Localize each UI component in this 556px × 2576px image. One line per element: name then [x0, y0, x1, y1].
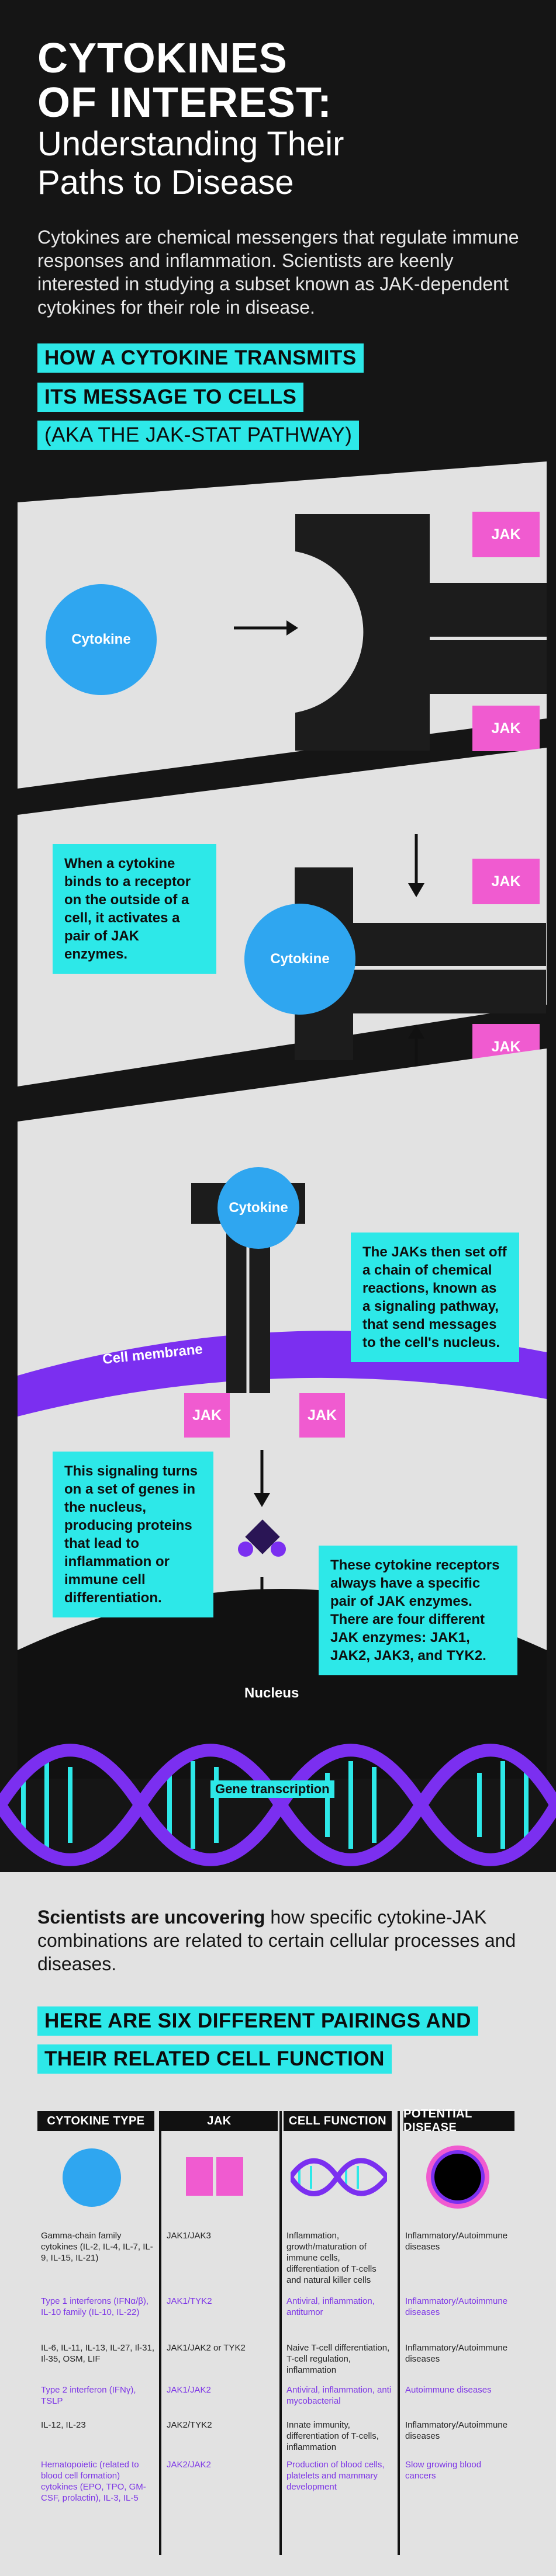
jak-1-top: JAK [472, 512, 540, 557]
subtitle-line-1: Understanding Their [37, 125, 344, 163]
column-divider [279, 2111, 282, 2555]
section-heading-line-2: ITS MESSAGE TO CELLS [37, 383, 304, 412]
nucleus-label: Nucleus [244, 1685, 299, 1701]
gene-transcription-label: Gene transcription [210, 1780, 334, 1798]
note-receptors: These cytokine receptors always have a s… [319, 1546, 517, 1675]
scientists-text: Scientists are uncovering how specific c… [37, 1907, 516, 1974]
table-cell-jak: JAK1/JAK2 [167, 2385, 211, 2395]
table-cell-cytokine: Gamma-chain family cytokines (IL-2, IL-4… [41, 2231, 153, 2263]
table-cell-function: Antiviral, inflammation, antitumor [286, 2296, 375, 2317]
arrow-down-3-icon [254, 1577, 270, 1640]
table-cell-function: Naive T-cell differentiation, T-cell reg… [286, 2343, 390, 2375]
table-cell-jak: JAK1/JAK3 [167, 2231, 211, 2241]
page-title: CYTOKINES OF INTEREST: Understanding The… [37, 36, 529, 202]
dna-helix-icon [0, 1744, 556, 1866]
pairings-heading-line-2: THEIR RELATED CELL FUNCTION [37, 2044, 392, 2074]
title-line-1: CYTOKINES [37, 35, 288, 82]
note-jaks-chain: The JAKs then set off a chain of chemica… [351, 1233, 519, 1362]
table-cell-function: Production of blood cells, platelets and… [286, 2460, 385, 2492]
table-cell-disease: Inflammatory/Autoimmune diseases [405, 2231, 508, 2252]
jak-2-top: JAK [472, 859, 540, 904]
jak-3-left: JAK [184, 1393, 230, 1438]
table-cell-jak: JAK1/TYK2 [167, 2296, 212, 2306]
table-cell-cytokine: IL-12, IL-23 [41, 2420, 86, 2430]
table-cell-jak: JAK2/TYK2 [167, 2420, 212, 2430]
title-line-2: OF INTEREST: [37, 79, 333, 126]
cytokine-1: Cytokine [46, 584, 157, 695]
protein-icon [238, 1519, 286, 1557]
table-cell-function: Innate immunity, differentiation of T-ce… [286, 2420, 379, 2452]
cytokine-icon [63, 2148, 121, 2207]
arrow-down-icon [408, 834, 424, 897]
subtitle-line-2: Paths to Disease [37, 164, 294, 202]
col-header-cytokine: CYTOKINE TYPE [37, 2111, 154, 2131]
section-heading-line-1: HOW A CYTOKINE TRANSMITS [37, 343, 364, 373]
table-cell-function: Inflammation, growth/maturation of immun… [286, 2231, 377, 2285]
table-cell-disease: Inflammatory/Autoimmune diseases [405, 2296, 508, 2317]
col-header-function: CELL FUNCTION [284, 2111, 392, 2131]
nucleus-disease-icon [426, 2145, 489, 2209]
table-cell-jak: JAK1/JAK2 or TYK2 [167, 2343, 246, 2353]
dna-small-icon [291, 2158, 387, 2196]
table-cell-disease: Slow growing blood cancers [405, 2460, 482, 2481]
column-divider [159, 2111, 161, 2555]
arrow-right-icon [234, 620, 298, 636]
note-binds: When a cytokine binds to a receptor on t… [53, 844, 216, 974]
table-cell-cytokine: Type 1 interferons (IFNα/β), IL-10 famil… [41, 2296, 149, 2317]
col-header-jak: JAK [161, 2111, 278, 2131]
jak-3-right: JAK [299, 1393, 345, 1438]
arrow-down-2-icon [254, 1450, 270, 1507]
cytokine-2: Cytokine [244, 904, 355, 1015]
table-cell-disease: Autoimmune diseases [405, 2385, 492, 2395]
pairings-heading-line-1: HERE ARE SIX DIFFERENT PAIRINGS AND [37, 2006, 478, 2036]
jak-icon-left [186, 2157, 213, 2196]
table-cell-jak: JAK2/JAK2 [167, 2460, 211, 2470]
table-cell-disease: Inflammatory/Autoimmune diseases [405, 2343, 508, 2364]
jak-1-bottom: JAK [472, 706, 540, 751]
table-cell-disease: Inflammatory/Autoimmune diseases [405, 2420, 508, 2441]
table-cell-cytokine: Type 2 interferon (IFNγ), TSLP [41, 2385, 136, 2406]
receptor-closed-2 [295, 867, 546, 1060]
table-cell-function: Antiviral, inflammation, anti mycobacter… [286, 2385, 392, 2406]
bottom-section [0, 1872, 556, 2576]
intro-text: Cytokines are chemical messengers that r… [37, 227, 519, 318]
jak-icon-right [216, 2157, 243, 2196]
table-cell-cytokine: IL-6, IL-11, IL-13, IL-27, Il-31, Il-35,… [41, 2343, 154, 2364]
cytokine-3: Cytokine [217, 1167, 299, 1249]
receptor-open-1 [295, 514, 547, 751]
column-divider [398, 2111, 400, 2555]
section-heading-line-3: (AKA THE JAK-STAT PATHWAY) [37, 421, 360, 450]
col-header-disease: POTENTIAL DISEASE [403, 2108, 514, 2134]
table-cell-cytokine: Hematopoietic (related to blood cell for… [41, 2460, 146, 2503]
note-signaling: This signaling turns on a set of genes i… [53, 1452, 213, 1617]
